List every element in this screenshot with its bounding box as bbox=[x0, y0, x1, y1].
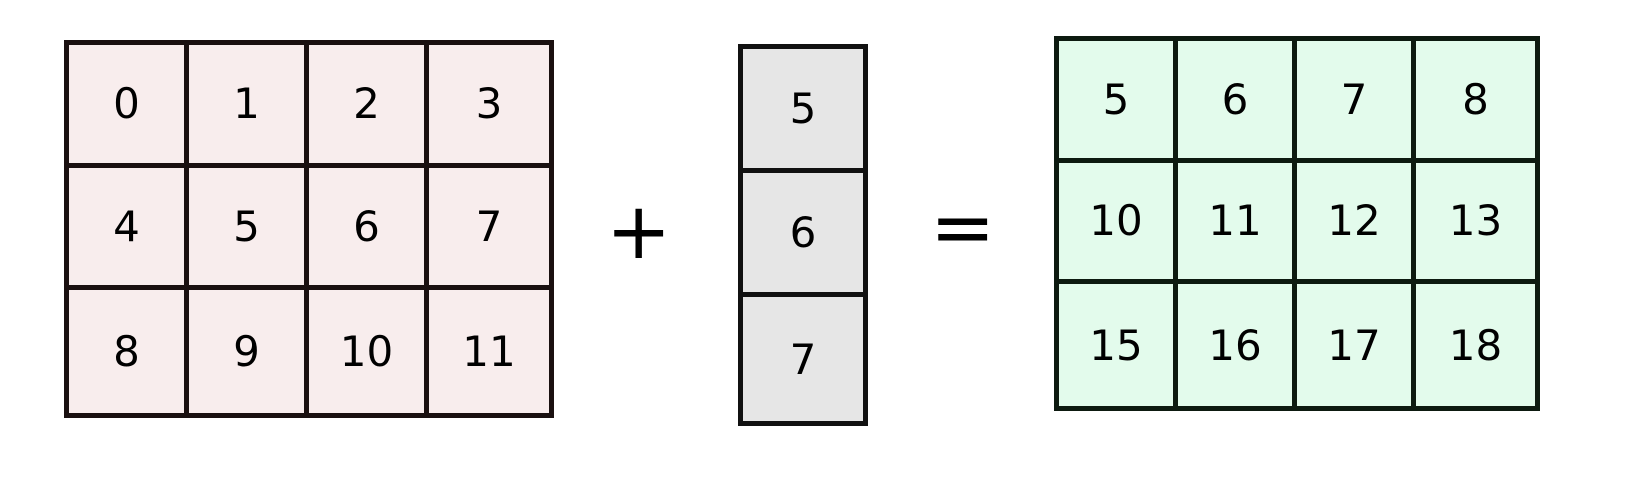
matrix-a-cell: 9 bbox=[189, 290, 309, 413]
matrix-a-cell: 5 bbox=[189, 167, 309, 291]
matrix-c-cell: 11 bbox=[1178, 162, 1297, 285]
matrix-c-cell: 8 bbox=[1416, 41, 1535, 163]
matrix-c-cell: 5 bbox=[1059, 41, 1178, 163]
matrix-a: 0 1 2 3 4 5 6 7 8 9 10 11 bbox=[64, 40, 554, 418]
matrix-c-cell: 16 bbox=[1178, 284, 1297, 406]
matrix-a-cell: 7 bbox=[429, 168, 549, 291]
matrix-c-cell: 13 bbox=[1416, 163, 1535, 285]
vector-b-cell: 7 bbox=[789, 334, 817, 384]
matrix-a-cell: 10 bbox=[309, 290, 429, 413]
matrix-a-cell: 2 bbox=[309, 45, 429, 168]
matrix-c-result: 5 6 7 8 10 11 12 13 15 16 17 18 bbox=[1054, 36, 1540, 411]
matrix-c-cell: 18 bbox=[1448, 320, 1503, 370]
matrix-a-cell: 4 bbox=[69, 167, 189, 291]
matrix-a-cell: 8 bbox=[69, 290, 189, 413]
matrix-a-cell: 1 bbox=[189, 45, 309, 168]
matrix-a-cell: 6 bbox=[309, 167, 429, 291]
vector-b-cell: 5 bbox=[743, 49, 863, 173]
matrix-c-cell: 6 bbox=[1178, 41, 1297, 163]
matrix-c-cell: 17 bbox=[1297, 284, 1416, 406]
matrix-a-cell: 11 bbox=[462, 327, 516, 377]
equals-sign: = bbox=[930, 183, 996, 273]
vector-b-cell: 6 bbox=[743, 173, 863, 297]
matrix-c-cell: 7 bbox=[1297, 41, 1416, 163]
matrix-a-cell: 3 bbox=[429, 45, 549, 168]
vector-b: 5 6 7 bbox=[738, 44, 868, 426]
plus-sign: + bbox=[606, 187, 672, 277]
matrix-c-cell: 12 bbox=[1297, 162, 1416, 285]
matrix-c-cell: 15 bbox=[1059, 284, 1178, 406]
matrix-a-cell: 0 bbox=[69, 45, 189, 168]
matrix-c-cell: 10 bbox=[1059, 162, 1178, 285]
